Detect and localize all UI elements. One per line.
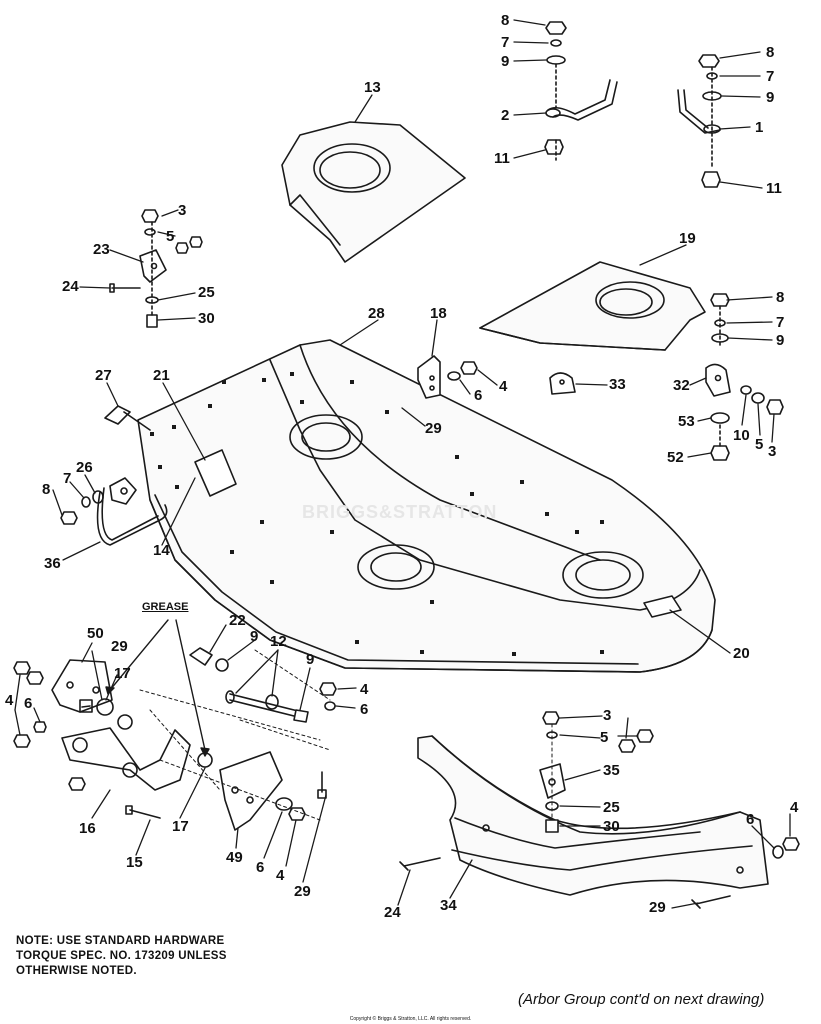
leader-lines — [14, 19, 791, 909]
note-line: NOTE: USE STANDARD HARDWARE — [16, 935, 225, 947]
callout-13: 13 — [364, 79, 381, 96]
callout-7: 7 — [501, 34, 510, 51]
belt-cover-right — [479, 261, 706, 351]
callout-4: 4 — [499, 378, 508, 395]
continued-note: (Arbor Group cont'd on next drawing) — [518, 991, 765, 1008]
callout-6: 6 — [24, 695, 33, 712]
callout-2: 2 — [501, 107, 510, 124]
callout-9: 9 — [306, 651, 315, 668]
lift-reference-lines — [139, 649, 331, 821]
u-bolt-group — [60, 405, 168, 546]
callout-8: 8 — [42, 481, 51, 498]
callout-19: 19 — [679, 230, 696, 247]
callout-36: 36 — [44, 555, 61, 572]
callout-9: 9 — [776, 332, 785, 349]
callout-25: 25 — [603, 799, 620, 816]
callout-32: 32 — [673, 377, 690, 394]
callout-26: 26 — [76, 459, 93, 476]
belt-cover-left — [281, 121, 466, 263]
callout-5: 5 — [166, 228, 175, 245]
note-line: OTHERWISE NOTED. — [16, 965, 137, 977]
callout-8: 8 — [766, 44, 775, 61]
callout-5: 5 — [755, 436, 764, 453]
callout-6: 6 — [474, 387, 483, 404]
callout-4: 4 — [360, 681, 369, 698]
callout-4: 4 — [790, 799, 799, 816]
callout-10: 10 — [733, 427, 750, 444]
callout-29: 29 — [294, 883, 311, 900]
callout-33: 33 — [609, 376, 626, 393]
callout-29: 29 — [649, 899, 666, 916]
callout-24: 24 — [384, 904, 401, 921]
callout-49: 49 — [226, 849, 243, 866]
baffle-34 — [399, 711, 800, 909]
callout-8: 8 — [501, 12, 510, 29]
callout-3: 3 — [603, 707, 612, 724]
grease-label: GREASE — [142, 601, 189, 613]
callout-25: 25 — [198, 284, 215, 301]
callout-28: 28 — [368, 305, 385, 322]
clip-33 — [549, 372, 576, 395]
callout-50: 50 — [87, 625, 104, 642]
lift-bracket-assembly — [13, 659, 327, 831]
torque-note: NOTE: USE STANDARD HARDWARE TORQUE SPEC.… — [16, 934, 227, 979]
callout-22: 22 — [229, 612, 246, 629]
callout-24: 24 — [62, 278, 79, 295]
callout-7: 7 — [776, 314, 785, 331]
right-hardware-stack — [710, 293, 730, 346]
callout-4: 4 — [5, 692, 14, 709]
copyright: Copyright © Briggs & Stratton, LLC. All … — [349, 1016, 472, 1022]
bracket-32-group — [705, 363, 784, 461]
callout-6: 6 — [360, 701, 369, 718]
callout-3: 3 — [768, 443, 777, 460]
callout-4: 4 — [276, 867, 285, 884]
callout-29: 29 — [425, 420, 442, 437]
callout-34: 34 — [440, 897, 457, 914]
callout-1: 1 — [755, 119, 764, 136]
callout-9: 9 — [501, 53, 510, 70]
callout-9: 9 — [250, 628, 259, 645]
watermark: BRIGGS&STRATTON — [302, 502, 498, 522]
callout-16: 16 — [79, 820, 96, 837]
idler-arm-left-stack — [544, 21, 618, 161]
callout-17: 17 — [172, 818, 189, 835]
callout-53: 53 — [678, 413, 695, 430]
callout-17: 17 — [114, 665, 131, 682]
mower-deck — [137, 339, 716, 673]
callout-9: 9 — [766, 89, 775, 106]
callout-5: 5 — [600, 729, 609, 746]
callout-30: 30 — [603, 818, 620, 835]
rod-group — [189, 647, 337, 723]
callout-30: 30 — [198, 310, 215, 327]
callout-6: 6 — [746, 811, 755, 828]
callout-11: 11 — [494, 150, 510, 167]
callout-6: 6 — [256, 859, 265, 876]
callout-20: 20 — [733, 645, 750, 662]
callout-23: 23 — [93, 241, 110, 258]
callout-8: 8 — [776, 289, 785, 306]
callout-52: 52 — [667, 449, 684, 466]
callout-12: 12 — [270, 633, 287, 650]
callout-3: 3 — [178, 202, 187, 219]
bracket-18 — [417, 355, 478, 399]
callout-14: 14 — [153, 542, 170, 559]
callout-29: 29 — [111, 638, 128, 655]
callout-18: 18 — [430, 305, 447, 322]
callout-15: 15 — [126, 854, 143, 871]
callout-21: 21 — [153, 367, 170, 384]
callout-11: 11 — [766, 180, 782, 197]
callout-27: 27 — [95, 367, 112, 384]
idler-arm-right-stack — [677, 54, 722, 188]
callout-7: 7 — [63, 470, 72, 487]
note-line: TORQUE SPEC. NO. 173209 UNLESS — [16, 950, 227, 962]
callout-35: 35 — [603, 762, 620, 779]
callout-7: 7 — [766, 68, 775, 85]
bracket-23-group — [109, 209, 203, 328]
